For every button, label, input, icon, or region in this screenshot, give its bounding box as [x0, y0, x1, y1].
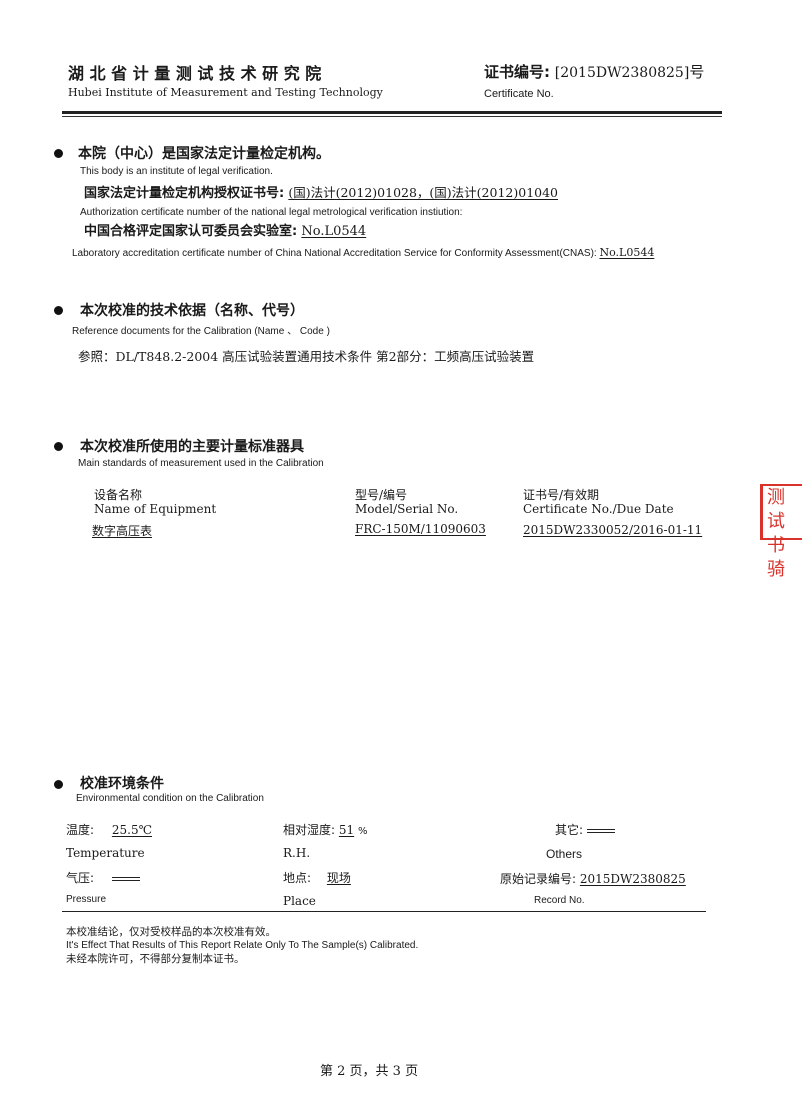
- pressure-label-cn: 气压:: [66, 871, 95, 885]
- equipment-model: FRC-150M/11090603: [355, 522, 486, 536]
- section1-title-en: This body is an institute of legal verif…: [80, 166, 273, 177]
- cnas-label-en: Laboratory accreditation certificate num…: [72, 248, 597, 259]
- section4-title-cn: 校准环境条件: [80, 776, 164, 792]
- col-cert-header-en: Certificate No./Due Date: [523, 502, 674, 516]
- bullet-icon: [54, 306, 63, 315]
- record-label-cn: 原始记录编号:: [500, 872, 577, 886]
- section2-title-en: Reference documents for the Calibration …: [72, 326, 330, 337]
- cnas-value-en: No.L0544: [599, 246, 655, 259]
- page-number: 第 2 页，共 3 页: [320, 1064, 419, 1079]
- cert-label-cn: 证书编号:: [484, 63, 550, 81]
- temp-label-en: Temperature: [66, 846, 145, 860]
- bullet-icon: [54, 442, 63, 451]
- other-label-en: Others: [546, 847, 583, 861]
- stamp-line2: 书骑: [767, 535, 785, 580]
- record-line: 原始记录编号: 2015DW2380825: [500, 870, 686, 887]
- other-value-blank: [586, 828, 615, 833]
- header-rule-thin: [62, 116, 722, 117]
- auth-label-cn: 国家法定计量检定机构授权证书号:: [84, 186, 285, 201]
- place-label-en: Place: [283, 894, 316, 908]
- cnas-label-cn: 中国合格评定国家认可委员会实验室:: [84, 224, 298, 239]
- cert-number: [2015DW2380825]: [554, 65, 690, 81]
- auth-label-en: Authorization certificate number of the …: [80, 207, 463, 218]
- institute-name-en: Hubei Institute of Measurement and Testi…: [68, 86, 383, 99]
- cert-suffix: 号: [689, 63, 705, 81]
- rh-label-cn: 相对湿度:: [283, 823, 336, 837]
- section3-title-en: Main standards of measurement used in th…: [78, 458, 324, 469]
- bullet-icon: [54, 149, 63, 158]
- copy-note-cn: 未经本院许可，不得部分复制本证书。: [66, 953, 245, 965]
- place-label-cn: 地点:: [283, 871, 312, 885]
- temperature-line: 温度: 25.5℃: [66, 821, 152, 838]
- auth-value: (国)法计(2012)01028，(国)法计(2012)01040: [288, 185, 559, 200]
- col-model-header-cn: 型号/编号: [355, 488, 408, 502]
- others-line: 其它:: [555, 821, 615, 838]
- col-cert-header-cn: 证书号/有效期: [523, 488, 600, 502]
- certificate-number-line: 证书编号: [2015DW2380825]号: [484, 61, 704, 82]
- equipment-name: 数字高压表: [92, 524, 153, 538]
- temp-value: 25.5℃: [111, 823, 153, 837]
- temp-label-cn: 温度:: [66, 823, 95, 837]
- auth-line: 国家法定计量检定机构授权证书号: (国)法计(2012)01028，(国)法计(…: [84, 182, 558, 201]
- record-label-en: Record No.: [534, 895, 585, 906]
- cnas-line-en: Laboratory accreditation certificate num…: [72, 246, 654, 259]
- cert-label-en: Certificate No.: [484, 88, 554, 100]
- rh-label-en: R.H.: [283, 846, 311, 860]
- stamp-line1: 测试: [767, 487, 785, 532]
- pressure-line: 气压:: [66, 869, 140, 886]
- place-line: 地点: 现场: [283, 869, 351, 886]
- reference-document: 参照：DL/T848.2-2004 高压试验装置通用技术条件 第2部分：工频高压…: [78, 349, 535, 364]
- cnas-value: No.L0544: [301, 224, 367, 239]
- place-value: 现场: [326, 871, 351, 885]
- bullet-icon: [54, 780, 63, 789]
- rh-value: 51: [338, 823, 355, 837]
- validity-note-en: It's Effect That Results of This Report …: [66, 940, 419, 951]
- record-value: 2015DW2380825: [579, 872, 686, 886]
- header-rule: [62, 111, 722, 114]
- other-label-cn: 其它:: [555, 823, 584, 837]
- environment-rule: [62, 911, 706, 912]
- validity-note-cn: 本校准结论，仅对受校样品的本次校准有效。: [66, 926, 276, 938]
- pressure-label-en: Pressure: [66, 894, 107, 905]
- col-equipment-header-en: Name of Equipment: [94, 502, 217, 516]
- pressure-value-blank: [111, 876, 140, 881]
- institute-name-cn: 湖 北 省 计 量 测 试 技 术 研 究 院: [68, 64, 322, 83]
- rh-line: 相对湿度: 51 %: [283, 821, 368, 838]
- cnas-line: 中国合格评定国家认可委员会实验室: No.L0544: [84, 220, 366, 239]
- col-equipment-header-cn: 设备名称: [94, 488, 143, 502]
- col-model-header-en: Model/Serial No.: [355, 502, 459, 516]
- rh-unit: %: [357, 826, 368, 837]
- seal-stamp: 测试 书骑: [760, 484, 802, 580]
- section3-title-cn: 本次校准所使用的主要计量标准器具: [80, 439, 304, 455]
- section1-title-cn: 本院（中心）是国家法定计量检定机构。: [78, 146, 330, 162]
- equipment-cert: 2015DW2330052/2016-01-11: [523, 523, 703, 537]
- section4-title-en: Environmental condition on the Calibrati…: [76, 793, 264, 804]
- section2-title-cn: 本次校准的技术依据（名称、代号）: [80, 303, 304, 319]
